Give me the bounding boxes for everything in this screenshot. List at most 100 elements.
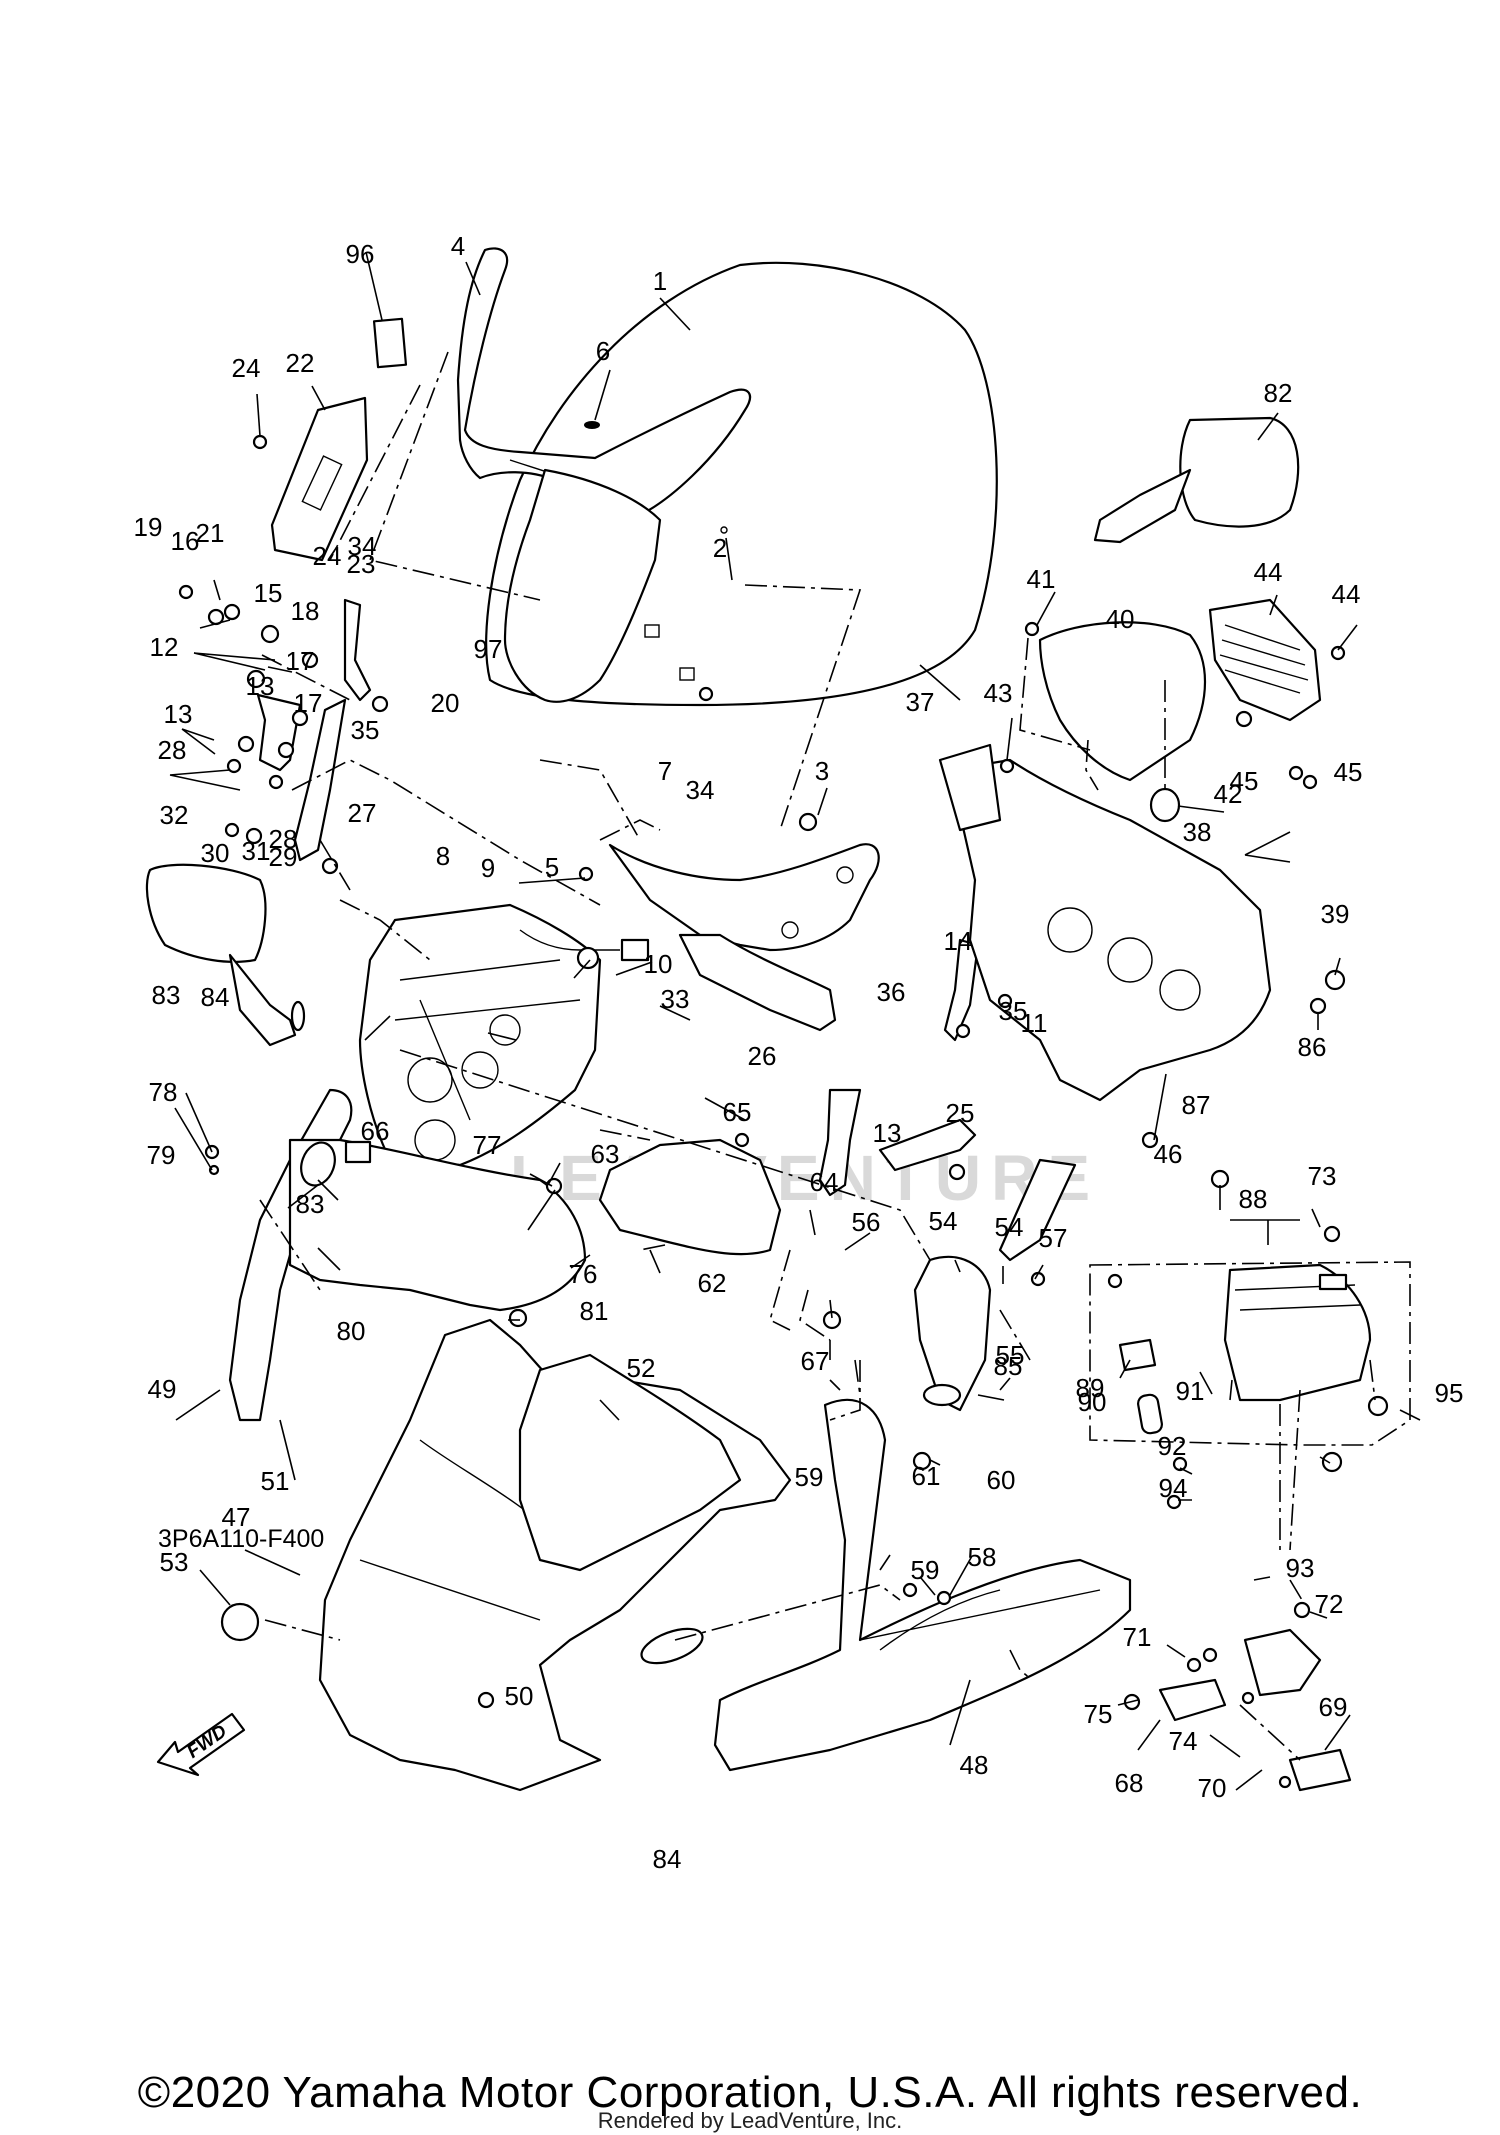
- callout-number: 90: [1078, 1387, 1107, 1417]
- meter-assembly: [358, 903, 602, 1167]
- air-duct-39: [1038, 621, 1206, 782]
- callout-number: 11: [1021, 1008, 1048, 1038]
- callout-number: 24: [232, 353, 261, 383]
- callout-number: 55: [996, 1340, 1025, 1370]
- callout-number: 38: [1183, 817, 1212, 847]
- callout-number: 12: [150, 632, 179, 662]
- callout-number: 67: [801, 1346, 830, 1376]
- fwd-arrow-icon: FWD: [156, 1712, 246, 1777]
- callout-number: 89: [1076, 1373, 1105, 1403]
- callout-number: 3: [815, 756, 829, 786]
- callout-number: 39: [1321, 899, 1350, 929]
- callout-number: 21: [196, 518, 225, 548]
- callout-number: 65: [723, 1097, 752, 1127]
- callout-number: 51: [261, 1466, 290, 1496]
- callout-number: 46: [1154, 1139, 1183, 1169]
- callout-number: 31: [242, 836, 271, 866]
- lower-fairing-47: [713, 1398, 1132, 1772]
- callout-number: 45: [1334, 757, 1363, 787]
- callout-number: 62: [698, 1268, 727, 1298]
- callout-number: 42: [1214, 779, 1243, 809]
- copyright-notice: ©2020 Yamaha Motor Corporation, U.S.A. A…: [137, 2068, 1363, 2117]
- decal: [372, 317, 408, 369]
- callout-number: 77: [473, 1130, 502, 1160]
- rendered-by-credit: Rendered by LeadVenture, Inc.: [597, 2108, 903, 2133]
- cap-52: [220, 1602, 260, 1642]
- callout-number: 27: [348, 798, 377, 828]
- callout-number: 64: [810, 1167, 839, 1197]
- callout-number: 43: [984, 678, 1013, 708]
- callout-number: 17: [294, 688, 323, 718]
- callout-number: 82: [1264, 378, 1293, 408]
- callout-number: 97: [474, 634, 503, 664]
- callout-number: 6: [596, 336, 610, 366]
- callout-number: 80: [337, 1316, 366, 1346]
- part-shapes: [145, 247, 1389, 1792]
- bracket-67: [1158, 1678, 1227, 1722]
- callout-number: 10: [644, 949, 673, 979]
- callout-number: 59: [795, 1462, 824, 1492]
- callout-number: 45: [1230, 766, 1259, 796]
- callout-number: 71: [1123, 1622, 1152, 1652]
- callout-number: 13: [246, 671, 275, 701]
- callout-number: 24: [313, 541, 342, 571]
- callout-number: 4: [451, 231, 465, 261]
- leader-lines: [169, 251, 1421, 1791]
- callout-number: 44: [1254, 557, 1283, 587]
- callout-number: 83: [152, 980, 181, 1010]
- callout-number: 57: [1039, 1223, 1068, 1253]
- windscreen-bracket: [456, 247, 752, 518]
- callout-number: 92: [1158, 1431, 1187, 1461]
- callout-number: 91: [1176, 1376, 1205, 1406]
- callout-number: 54: [929, 1206, 958, 1236]
- side-cover-22: [270, 396, 369, 562]
- callout-number: 5: [545, 852, 559, 882]
- callout-number: 56: [852, 1207, 881, 1237]
- callout-number: 8: [436, 841, 450, 871]
- callout-number: 81: [580, 1296, 609, 1326]
- callout-number: 22: [286, 348, 315, 378]
- callout-number: 61: [912, 1461, 941, 1491]
- callout-number: 36: [877, 977, 906, 1007]
- callout-number: 84: [201, 982, 230, 1012]
- callout-number: 75: [1084, 1699, 1113, 1729]
- callout-number: 29: [269, 842, 298, 872]
- callout-number: 18: [291, 596, 320, 626]
- cowling-frame: [948, 758, 1272, 1102]
- callout-number: 25: [946, 1098, 975, 1128]
- bracket-68: [1288, 1748, 1352, 1792]
- callout-number: 28: [269, 824, 298, 854]
- callout-number: 33: [661, 984, 690, 1014]
- callout-number: 53: [160, 1547, 189, 1577]
- callout-number: 34: [686, 775, 715, 805]
- callout-number: 84: [653, 1844, 682, 1874]
- diagram-code: 3P6A110-F400: [158, 1525, 325, 1553]
- cowling-75: [288, 1138, 587, 1312]
- callout-number: 58: [968, 1542, 997, 1572]
- callout-number: 34: [348, 531, 377, 561]
- callout-number: 2: [713, 533, 727, 563]
- callout-number: 59: [911, 1555, 940, 1585]
- callout-number: 73: [1308, 1161, 1337, 1191]
- callout-number: 9: [481, 853, 495, 883]
- callout-number: 37: [906, 687, 935, 717]
- callout-number: 85: [994, 1351, 1023, 1381]
- callout-number: 70: [1198, 1773, 1227, 1803]
- stay-center: [608, 843, 880, 952]
- inner-cowl-51: [518, 1353, 742, 1572]
- callout-number: 28: [158, 735, 187, 765]
- callout-number: 54: [995, 1212, 1024, 1242]
- callout-number: 94: [1159, 1473, 1188, 1503]
- callout-number: 78: [149, 1077, 178, 1107]
- callout-number: 19: [134, 512, 163, 542]
- callout-number: 35: [999, 996, 1028, 1026]
- callout-number: 16: [171, 526, 200, 556]
- callout-number: 79: [147, 1140, 176, 1170]
- callout-number: 66: [361, 1116, 390, 1146]
- callout-number: 76: [569, 1259, 598, 1289]
- mirror-right: [1179, 416, 1300, 528]
- callout-number: 35: [351, 715, 380, 745]
- callout-number: 87: [1182, 1090, 1211, 1120]
- callout-number: 32: [160, 800, 189, 830]
